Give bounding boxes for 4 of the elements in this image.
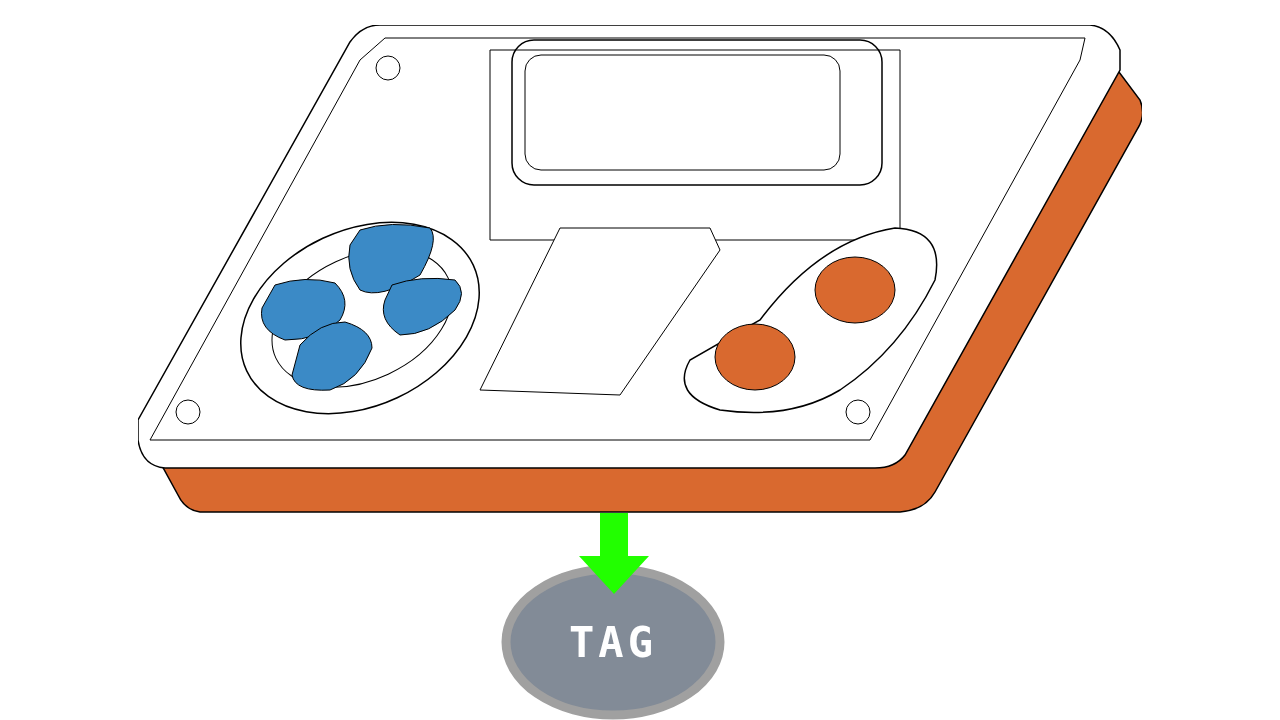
device-drawing [138,25,1142,513]
arrow [579,513,649,594]
tag-label: TAG [569,617,657,667]
tag-ellipse [501,564,725,720]
